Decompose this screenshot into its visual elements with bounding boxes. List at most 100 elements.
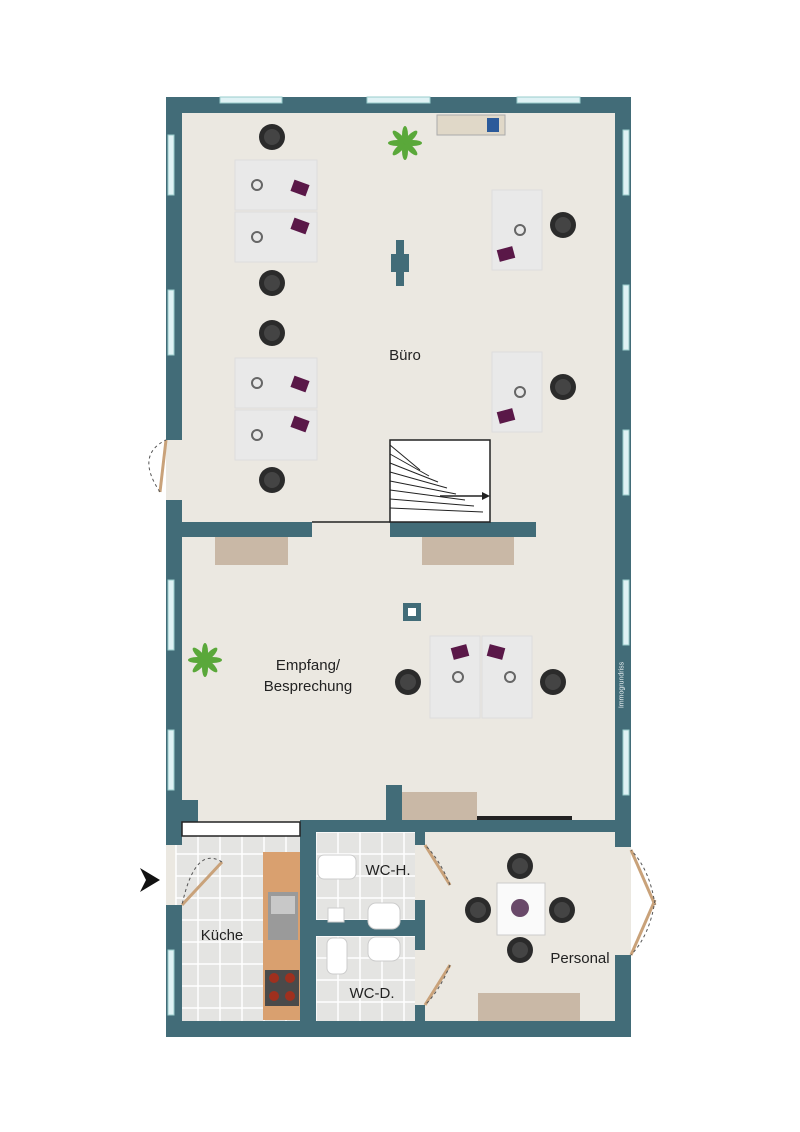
room-label-empfang-line2: Besprechung	[263, 678, 353, 695]
sideboard	[215, 537, 288, 565]
door-swing	[630, 849, 656, 906]
folder	[290, 415, 310, 433]
table-flowers	[511, 899, 529, 917]
desk	[234, 409, 318, 461]
toilet	[326, 937, 348, 975]
wall-left-middle	[166, 500, 182, 845]
stair-step	[389, 462, 439, 483]
desk	[234, 211, 318, 263]
sideboard	[402, 792, 477, 820]
window	[622, 579, 630, 646]
door-swing	[630, 899, 656, 956]
desk-lamp	[251, 179, 263, 191]
window	[366, 96, 431, 104]
window	[622, 129, 630, 196]
room-label-personal: Personal	[550, 950, 610, 967]
wall-wc-right-a	[415, 832, 425, 845]
wall-buero-right	[390, 522, 536, 537]
wall-wc-right-c	[415, 1005, 425, 1021]
door-swing	[148, 439, 167, 493]
door-leaf	[180, 860, 224, 907]
folder	[290, 179, 310, 197]
window	[167, 579, 175, 651]
chair-seat	[264, 275, 280, 291]
window	[167, 289, 175, 356]
desk-lamp	[251, 231, 263, 243]
window	[622, 429, 630, 496]
chair-seat	[264, 129, 280, 145]
wall-service-top	[300, 820, 615, 832]
stair-step	[389, 480, 457, 495]
toilet	[317, 854, 357, 880]
chair-seat	[512, 942, 528, 958]
folder	[486, 644, 506, 660]
sideboard	[422, 537, 514, 565]
desk-lamp	[251, 429, 263, 441]
room-label-empfang-line1: Empfang/	[275, 657, 341, 674]
burner	[269, 991, 279, 1001]
desk	[481, 635, 533, 719]
window	[167, 949, 175, 1016]
window	[516, 96, 581, 104]
room-label-buero: Büro	[389, 347, 421, 364]
shelf-box	[487, 118, 499, 132]
chair-seat	[555, 379, 571, 395]
burner	[285, 973, 295, 983]
chair-seat	[512, 858, 528, 874]
folder	[496, 408, 516, 424]
window	[167, 729, 175, 791]
door-swing	[181, 857, 223, 906]
stair-step	[389, 498, 475, 507]
folder	[496, 246, 516, 262]
stair-step	[389, 453, 430, 477]
watermark-text: Immogrundriss	[618, 661, 626, 709]
burner	[285, 991, 295, 1001]
door-leaf	[629, 899, 657, 956]
plant-leaf	[403, 130, 418, 145]
wall-bottom	[166, 1021, 631, 1037]
chair-seat	[470, 902, 486, 918]
sideboard	[478, 993, 580, 1021]
window	[622, 284, 630, 351]
desk-lamp	[504, 671, 516, 683]
door-swing	[424, 844, 451, 886]
sink-basin	[271, 896, 295, 914]
room-label-wc-h: WC-H.	[365, 862, 411, 879]
stair-step	[389, 507, 484, 513]
room-label-kueche: Küche	[200, 927, 244, 944]
burner	[269, 973, 279, 983]
door-leaf	[423, 964, 452, 1006]
desk-lamp	[452, 671, 464, 683]
stair-step	[389, 444, 421, 471]
door-leaf	[629, 849, 657, 906]
chair-seat	[545, 674, 561, 690]
window	[622, 729, 630, 796]
column-core	[408, 608, 416, 616]
wall-right-lower	[615, 955, 631, 1037]
chair-seat	[554, 902, 570, 918]
watermark: Immogrundriss	[614, 650, 630, 720]
plant-leaf	[203, 647, 218, 662]
folder	[450, 644, 470, 660]
chair-seat	[555, 217, 571, 233]
door-leaf	[423, 844, 452, 886]
stair-step	[389, 471, 448, 489]
washbasin	[367, 936, 401, 962]
stair-step	[389, 489, 466, 501]
entrance-arrow-icon	[140, 868, 160, 892]
window	[167, 134, 175, 196]
stair-arrow-head	[482, 492, 490, 500]
folder	[290, 375, 310, 393]
room-label-empfang: Empfang/ Besprechung	[248, 655, 368, 697]
desk-lamp	[514, 386, 526, 398]
urinal	[327, 907, 345, 923]
room-label-wc-d: WC-D.	[349, 985, 395, 1002]
folder	[290, 217, 310, 235]
door-swing	[424, 964, 451, 1006]
column-arm	[396, 240, 404, 286]
chair-seat	[264, 325, 280, 341]
wall-wc-right-b	[415, 900, 425, 950]
wall-buero-left	[182, 522, 312, 537]
chair-seat	[264, 472, 280, 488]
